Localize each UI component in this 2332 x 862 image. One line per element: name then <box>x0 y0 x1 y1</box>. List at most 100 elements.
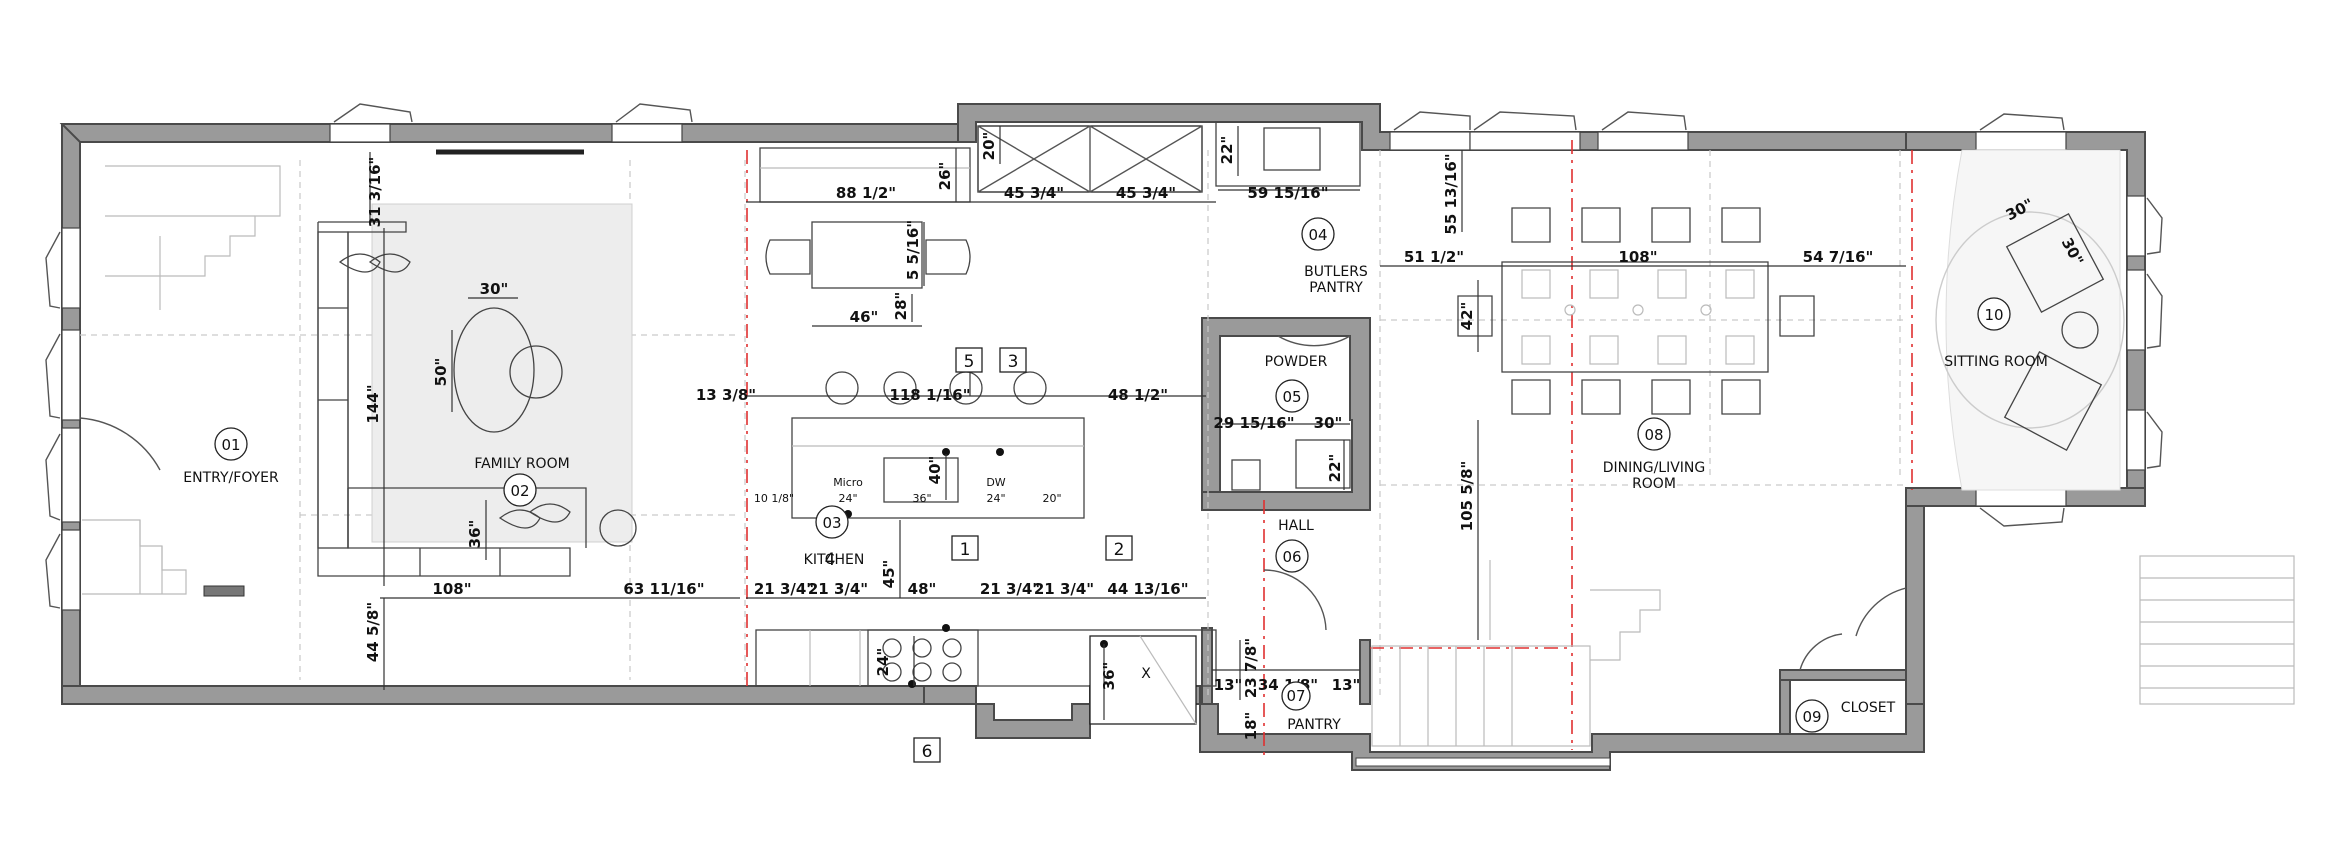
elevation-keys: 5 3 1 2 4 6 <box>825 347 1133 763</box>
dim-45-3-4-b: 45 3/4" <box>1116 184 1176 202</box>
room-05: POWDER 05 <box>1265 354 1328 413</box>
powder-walls <box>1201 317 1371 511</box>
room-number: 02 <box>510 482 529 500</box>
room-number: 08 <box>1644 426 1663 444</box>
key-1: 1 <box>960 540 971 560</box>
key-3: 3 <box>1008 352 1019 372</box>
room-02: FAMILY ROOM 02 <box>474 456 570 507</box>
powder-sink <box>1295 439 1351 489</box>
room-09: 09 CLOSET <box>1795 699 1896 733</box>
dim-59-15-16: 59 15/16" <box>1247 184 1328 202</box>
key-box-1 <box>951 535 979 561</box>
dim-13-pantry-a: 13" <box>1214 676 1243 694</box>
room-name: PANTRY <box>1287 717 1341 733</box>
closet-door-swing <box>1799 633 1843 671</box>
dim-26: 26" <box>936 162 954 191</box>
dw-label: DW <box>986 476 1005 489</box>
room-07: 07 PANTRY <box>1281 681 1341 733</box>
room-10: 10 SITTING ROOM <box>1944 297 2048 370</box>
appliance-labels: Micro DW X <box>833 476 1151 682</box>
dining-table <box>1501 261 1769 373</box>
dim-46: 46" <box>850 308 879 326</box>
north-wall-west <box>59 123 959 143</box>
dim-36-sink: 36" <box>912 492 931 505</box>
east-door-swing <box>1855 587 1907 637</box>
room-01: 01 ENTRY/FOYER <box>183 427 279 486</box>
room-name: POWDER <box>1265 354 1328 370</box>
dim-23-7-8: 23 7/8" <box>1242 638 1260 698</box>
dim-13-pantry-b: 13" <box>1332 676 1361 694</box>
room-name-line2: PANTRY <box>1309 280 1363 296</box>
lower-stair <box>1371 560 1661 747</box>
dim-21-3-4-a: 21 3/4" <box>754 580 814 598</box>
dining-furniture <box>1457 207 1815 415</box>
butler-pantry <box>1215 121 1361 631</box>
dim-36-fridge: 36" <box>1100 662 1118 691</box>
round-rug <box>1935 211 2125 429</box>
key-box-2 <box>1105 535 1133 561</box>
dim-28: 28" <box>892 292 910 321</box>
south-wall-west <box>61 685 925 705</box>
dim-21-3-4-b: 21 3/4" <box>808 580 868 598</box>
dim-10-1-8: 10 1/8" <box>754 492 794 505</box>
room-number: 01 <box>221 436 240 454</box>
room-name-line2: ROOM <box>1632 476 1676 492</box>
dim-108-dining: 108" <box>1618 248 1657 266</box>
dim-48: 48" <box>908 580 937 598</box>
fridge-x-label: X <box>1141 666 1151 682</box>
bar-sink <box>1263 127 1321 171</box>
coffee-table <box>453 307 535 433</box>
entry-door-swing <box>79 417 161 471</box>
dim-54-7-16: 54 7/16" <box>1803 248 1874 266</box>
entry-stair-upper <box>105 165 281 310</box>
area-rug <box>371 203 633 543</box>
armchair-1 <box>2005 213 2105 313</box>
pantry-wall <box>1201 627 1213 705</box>
family-room-furniture <box>317 149 637 577</box>
dim-24-range: 24" <box>874 648 892 677</box>
dim-40: 40" <box>926 456 944 485</box>
room-name: CLOSET <box>1841 700 1896 716</box>
room-name: SITTING ROOM <box>1944 354 2048 370</box>
room-name: FAMILY ROOM <box>474 456 569 472</box>
dimension-labels: 31 3/16" 144" 108" 44 5/8" 63 11/16" 30"… <box>364 132 2087 741</box>
room-number: 04 <box>1308 226 1327 244</box>
interior-walls <box>1201 317 1907 735</box>
dim-20-island: 20" <box>1042 492 1061 505</box>
armchair-2 <box>2003 351 2103 451</box>
key-5: 5 <box>964 352 975 372</box>
dim-45: 45" <box>880 560 898 589</box>
dim-18: 18" <box>1242 712 1260 741</box>
room-03: 03 KITCHEN <box>804 505 864 568</box>
side-table <box>599 509 637 547</box>
dim-22-powder: 22" <box>1326 454 1344 483</box>
room-number: 07 <box>1286 687 1305 705</box>
dim-88-1-2: 88 1/2" <box>836 184 896 202</box>
dim-55-13-16: 55 13/16" <box>1442 153 1460 234</box>
dim-45-3-4-a: 45 3/4" <box>1004 184 1064 202</box>
east-lower-wall <box>1905 505 1925 705</box>
dim-63-11-16: 63 11/16" <box>623 580 704 598</box>
dim-24-dw: 24" <box>986 492 1005 505</box>
key-box-5 <box>955 347 983 373</box>
red-centerlines <box>746 140 1913 760</box>
dim-42: 42" <box>1458 302 1476 331</box>
room-number: 09 <box>1802 708 1821 726</box>
dim-44-13-16: 44 13/16" <box>1107 580 1188 598</box>
room-number: 05 <box>1282 388 1301 406</box>
sink <box>883 457 959 503</box>
room-name: ENTRY/FOYER <box>183 470 279 486</box>
hall-door-swing <box>1263 569 1327 631</box>
key-box-3 <box>999 347 1027 373</box>
dim-31-3-16: 31 3/16" <box>366 157 384 228</box>
micro-label: Micro <box>833 476 863 489</box>
room-number: 06 <box>1282 548 1301 566</box>
kitchen-table <box>811 221 923 289</box>
room-number: 03 <box>822 514 841 532</box>
dim-50: 50" <box>432 358 450 387</box>
dim-30-table: 30" <box>480 280 509 298</box>
dim-30-powder: 30" <box>1314 414 1343 432</box>
closet-wall-top <box>1779 669 1907 681</box>
room-08: 08 DINING/LIVING ROOM <box>1603 417 1705 492</box>
